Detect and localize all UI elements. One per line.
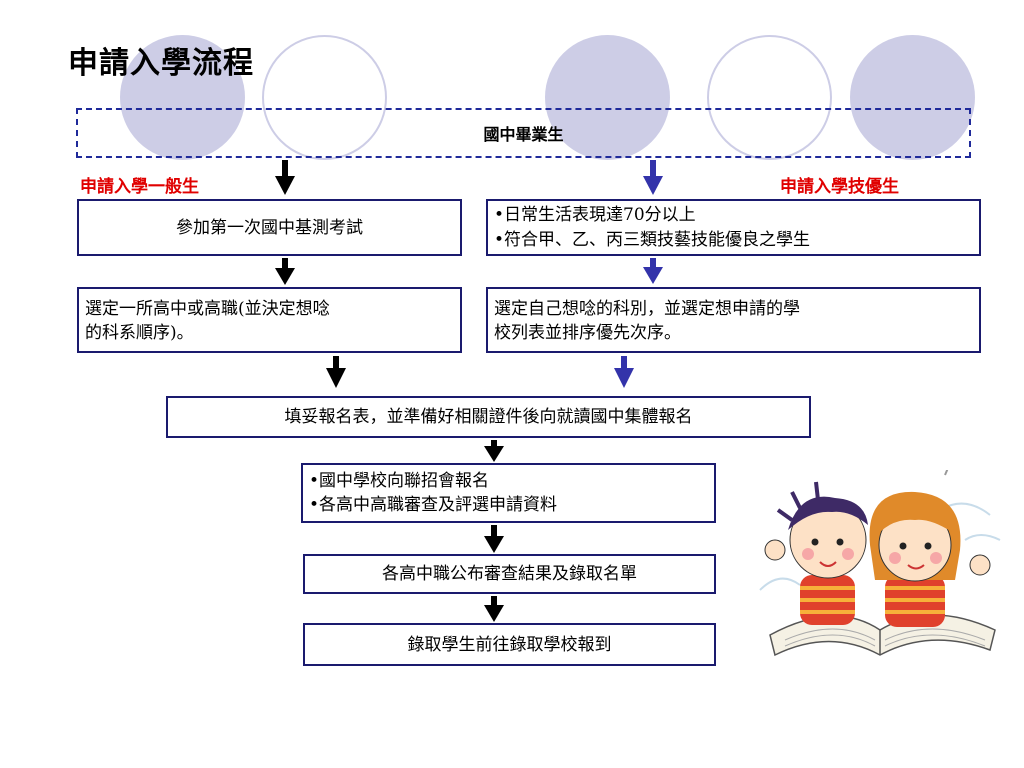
merged-step-register-text: 填妥報名表，並準備好相關證件後向就讀國中集體報名 [284, 407, 693, 427]
decor-circle-2 [262, 35, 387, 160]
right-step-criteria: •日常生活表現達70分以上 •符合甲、乙、丙三類技藝技能優良之學生 [486, 199, 981, 256]
decor-circle-3 [545, 35, 670, 160]
page-title: 申請入學流程 [68, 46, 254, 81]
right-step-choose-dept: 選定自己想唸的科別，並選定想申請的學 校列表並排序優先次序。 [486, 287, 981, 353]
arrow-general-3 [326, 356, 346, 388]
top-node-graduates: 國中畢業生 [76, 108, 971, 158]
track-label-skilled: 申請入學技優生 [780, 177, 899, 197]
decor-circle-1 [120, 35, 245, 160]
arrow-general-2 [275, 258, 295, 285]
arrow-merged-2 [484, 525, 504, 553]
left-step-exam-text: 參加第一次國中基測考試 [176, 217, 363, 238]
arrow-skilled-2 [643, 258, 663, 284]
right-choose-line2: 校列表並排序優先次序。 [494, 323, 681, 343]
left-step-exam: 參加第一次國中基測考試 [77, 199, 462, 256]
left-step-choose-school: 選定一所高中或高職(並決定想唸 的科系順序)。 [77, 287, 462, 353]
right-criteria-line1: •日常生活表現達70分以上 [494, 205, 696, 225]
arrow-skilled-3 [614, 356, 634, 388]
decor-circle-4 [707, 35, 832, 160]
merged-step-results-text: 各高中職公布審查結果及錄取名單 [382, 564, 637, 584]
arrow-skilled-1 [643, 160, 663, 195]
merged-step-review: •國中學校向聯招會報名 •各高中高職審查及評選申請資料 [301, 463, 716, 523]
merged-step-register: 填妥報名表，並準備好相關證件後向就讀國中集體報名 [166, 396, 811, 438]
left-step-choose-line1: 選定一所高中或高職(並決定想唸 [85, 299, 330, 319]
merged-review-line2: •各高中高職審查及評選申請資料 [309, 495, 558, 515]
merged-step-results: 各高中職公布審查結果及錄取名單 [303, 554, 716, 594]
left-step-choose-line2: 的科系順序)。 [85, 323, 194, 343]
arrow-general-1 [275, 160, 295, 195]
track-label-general: 申請入學一般生 [80, 177, 199, 197]
right-criteria-line2: •符合甲、乙、丙三類技藝技能優良之學生 [494, 230, 811, 250]
children-reading-illustration [759, 470, 1001, 657]
merged-step-report: 錄取學生前往錄取學校報到 [303, 623, 716, 666]
right-choose-line1: 選定自己想唸的科別，並選定想申請的學 [494, 299, 800, 319]
arrow-merged-1 [484, 440, 504, 462]
decor-circle-5 [850, 35, 975, 160]
merged-step-report-text: 錄取學生前往錄取學校報到 [407, 634, 612, 655]
arrow-merged-3 [484, 596, 504, 622]
merged-review-line1: •國中學校向聯招會報名 [309, 471, 490, 491]
